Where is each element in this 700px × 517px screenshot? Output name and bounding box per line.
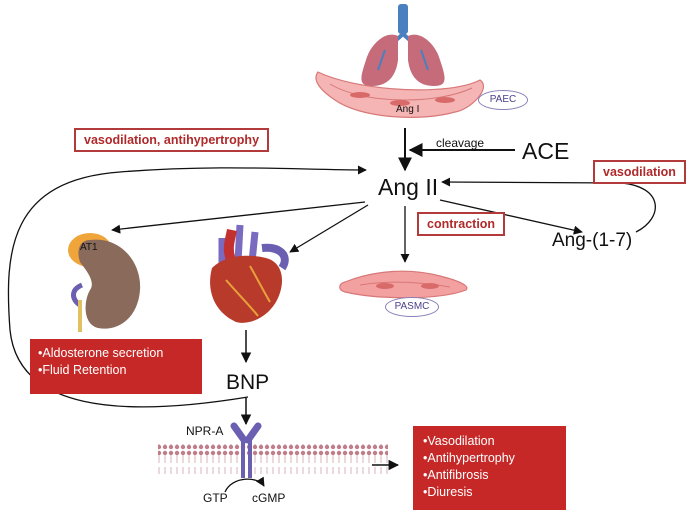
contraction-box: contraction	[417, 212, 506, 236]
bnp-effects-box: •Vasodilation •Antihypertrophy •Antifibr…	[413, 426, 566, 510]
vasodilation-antihypertrophy-box: vasodilation, antihypertrophy	[74, 128, 270, 152]
arrow-ang-ii-to-ang-1-7	[439, 199, 583, 235]
arrow-ang-ii-to-heart	[289, 204, 369, 253]
ace-label: ACE	[522, 138, 570, 164]
bnp-effect-item: •Antihypertrophy	[423, 451, 515, 465]
kidney-effect-item: •Fluid Retention	[38, 363, 127, 377]
bnp-effect-item: •Vasodilation	[423, 434, 495, 448]
at1-label: AT1	[80, 242, 98, 253]
paec-label: PAEC	[478, 90, 528, 110]
cell-membrane-icon	[158, 444, 388, 474]
endothelial-cell-icon	[315, 71, 484, 118]
vasodilation-box: vasodilation	[593, 160, 686, 184]
heart-icon	[210, 224, 289, 323]
receptor-icon	[230, 422, 262, 478]
bnp-effect-item: •Diuresis	[423, 485, 473, 499]
arrow-ang-ii-to-kidney	[111, 201, 366, 234]
npr-a-label: NPR-A	[186, 424, 224, 438]
cgmp-label: cGMP	[252, 491, 286, 505]
kidney-effect-item: •Aldosterone secretion	[38, 346, 164, 360]
cleavage-label: cleavage	[436, 136, 485, 150]
ang-ii-label: Ang II	[378, 174, 439, 200]
arrow-bnp-feedback	[7, 165, 367, 408]
kidney-effects-box: •Aldosterone secretion •Fluid Retention	[30, 339, 202, 394]
bnp-label: BNP	[226, 371, 270, 394]
ang-i-label: Ang I	[396, 104, 420, 115]
arrow-gtp-to-cgmp	[224, 476, 265, 493]
smooth-muscle-cell-icon	[339, 270, 468, 299]
kidney-icon	[68, 233, 141, 332]
gtp-label: GTP	[203, 491, 228, 505]
bnp-effect-item: •Antifibrosis	[423, 468, 489, 482]
lungs-icon	[361, 4, 445, 86]
ang-1-7-label: Ang-(1-7)	[552, 230, 633, 251]
pasmc-label: PASMC	[385, 297, 439, 317]
